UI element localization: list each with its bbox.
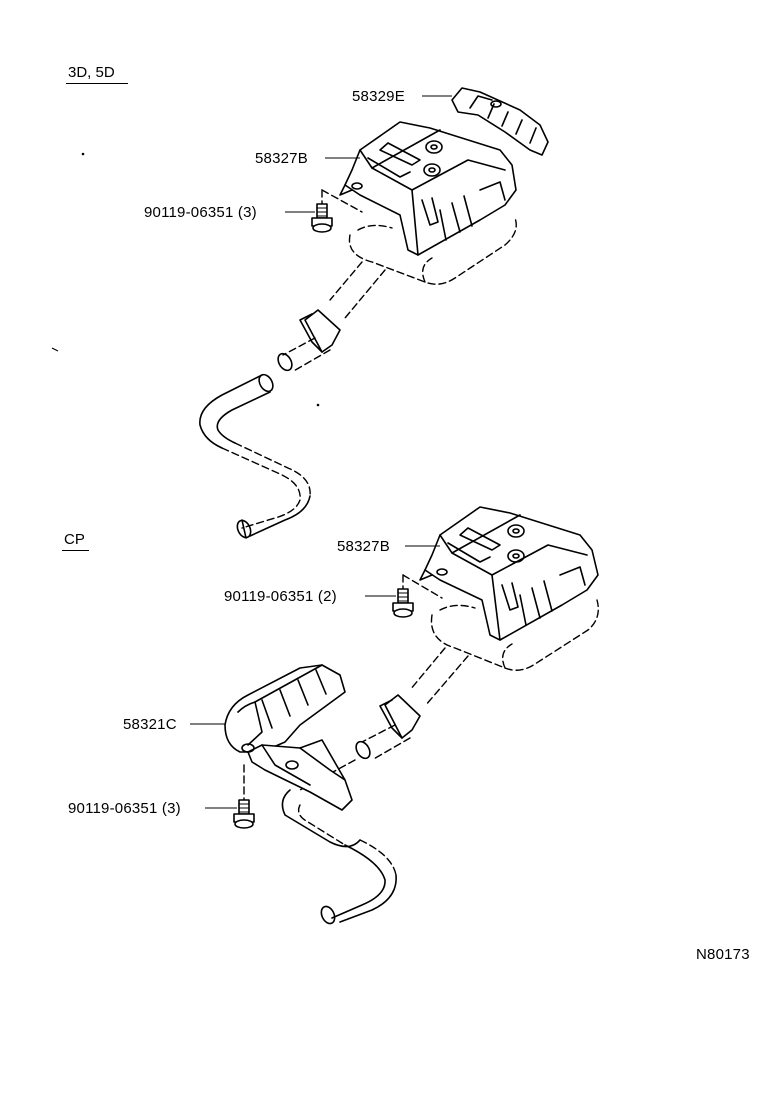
part-label-58327b-bottom: 58327B [337, 538, 390, 555]
bottom-bolt-a-part [392, 574, 443, 618]
section-title-underline [62, 550, 89, 551]
bottom-assembly [190, 506, 600, 925]
top-assembly [199, 87, 549, 539]
diagram-code: N80173 [696, 946, 750, 963]
section-title-underline [66, 83, 128, 84]
part-label-58329e: 58329E [352, 88, 405, 105]
bottom-heat-insulator-part [419, 506, 599, 641]
part-label-58321c: 58321C [123, 716, 177, 733]
section-title-cp: CP [64, 531, 85, 548]
top-heat-insulator-part [339, 121, 517, 256]
bottom-front-insulator-part [224, 664, 353, 811]
speck [316, 403, 320, 407]
part-label-58327b-top: 58327B [255, 150, 308, 167]
part-label-bolt-bottom-b: 90119-06351 (3) [68, 800, 181, 817]
section-title-3d-5d: 3D, 5D [68, 64, 115, 81]
bottom-exhaust-pipe [281, 599, 600, 925]
top-bolt-part [311, 189, 363, 233]
top-cover-part [451, 87, 549, 156]
speck [51, 347, 59, 352]
part-label-bolt-bottom-a: 90119-06351 (2) [224, 588, 337, 605]
bottom-bolt-b-part [233, 764, 255, 829]
speck [81, 152, 85, 156]
top-exhaust-pipe [199, 217, 517, 539]
part-label-bolt-top: 90119-06351 (3) [144, 204, 257, 221]
